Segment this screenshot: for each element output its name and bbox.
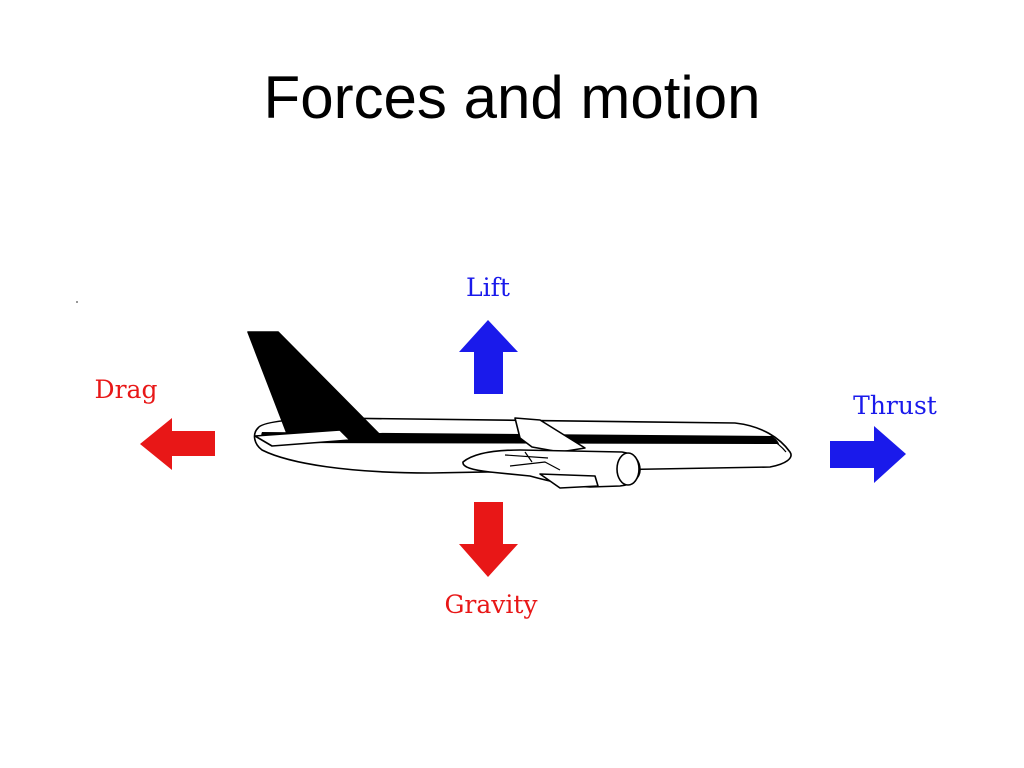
airplane-stabilizer [254, 429, 351, 447]
airplane-tail-fin [247, 331, 386, 441]
speck-dot [76, 301, 78, 303]
drag-label: Drag [95, 375, 158, 404]
drag-arrow-icon [140, 418, 215, 470]
gravity-arrow-icon [459, 502, 518, 577]
thrust-arrow-icon [830, 426, 906, 483]
airplane-icon [247, 331, 792, 489]
thrust-label: Thrust [853, 391, 937, 420]
gravity-label: Gravity [444, 590, 538, 619]
lift-label: Lift [466, 273, 510, 302]
lift-arrow-icon [459, 320, 518, 394]
airplane-nose-detail [767, 436, 787, 453]
airplane-engine-intake [616, 452, 640, 486]
slide-title: Forces and motion [263, 64, 761, 131]
airplane-pylon [539, 473, 599, 489]
airplane-wing-detail [504, 451, 561, 471]
